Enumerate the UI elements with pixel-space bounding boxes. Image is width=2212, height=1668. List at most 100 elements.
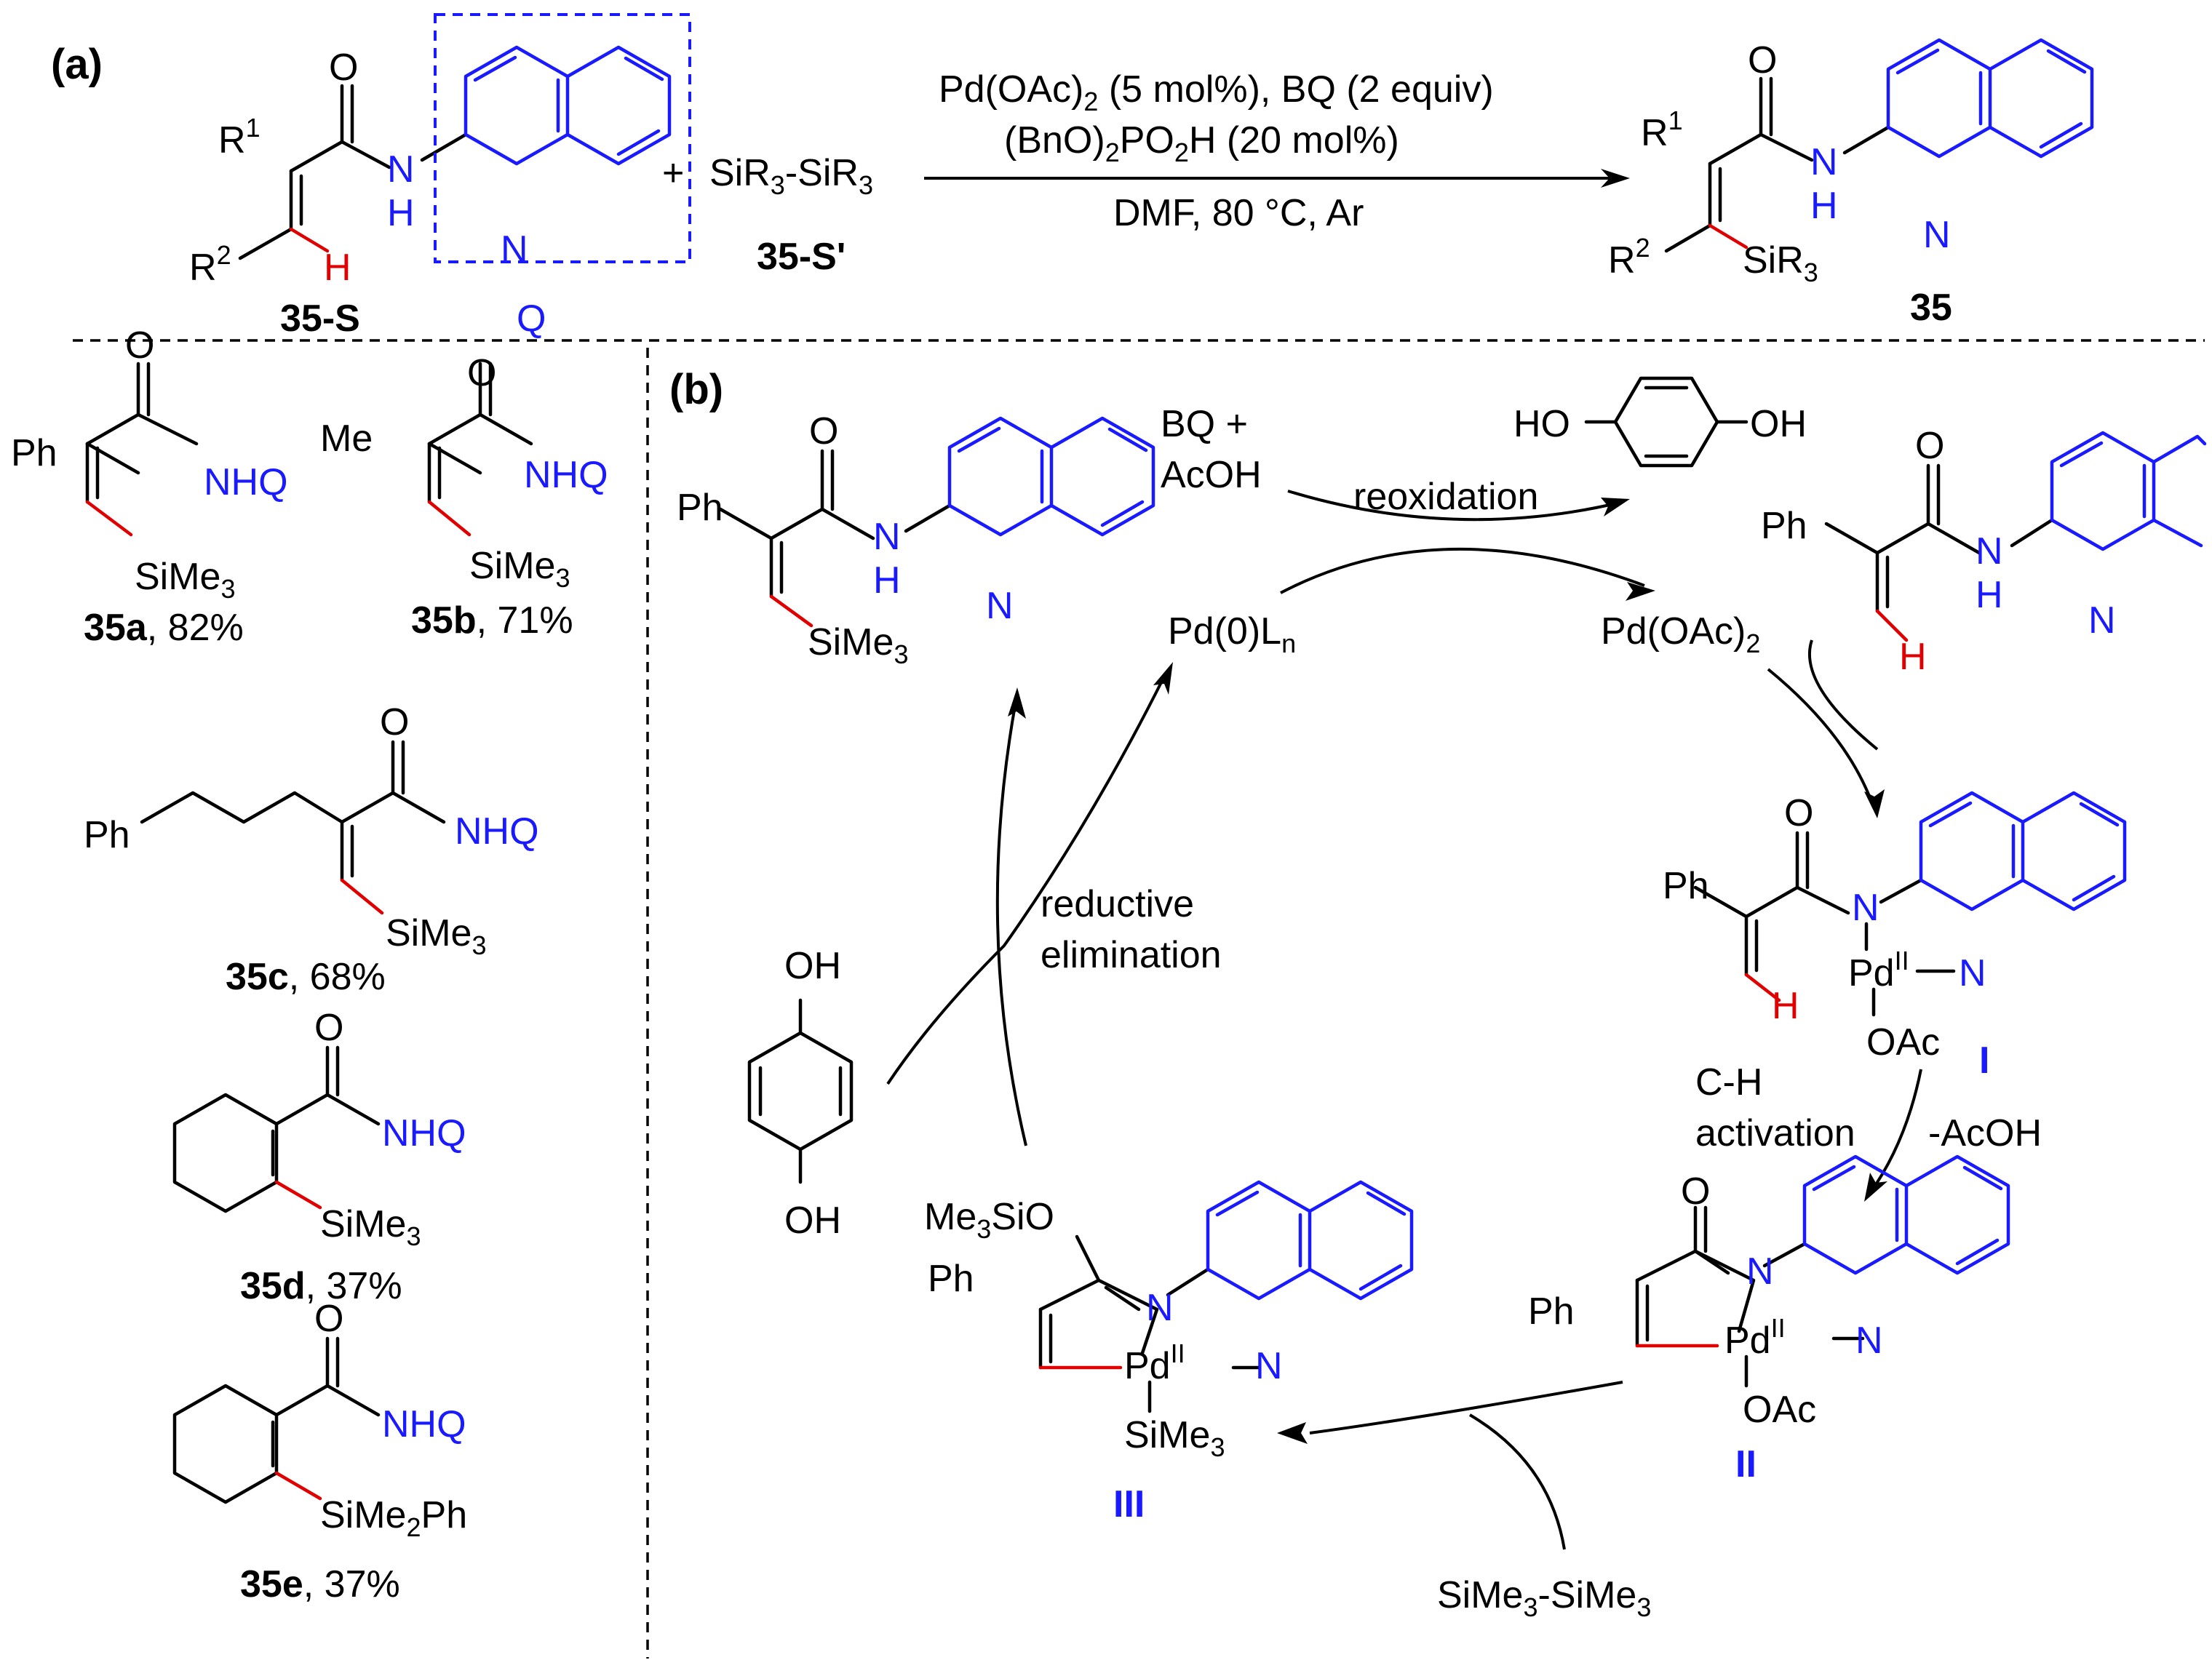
svg-text:35d, 37%: 35d, 37%: [240, 1265, 402, 1307]
quinoline-n: N: [1959, 952, 1986, 994]
reactive-h: H: [1899, 636, 1927, 678]
oh-top: OH: [784, 945, 841, 987]
disilane-arrow: [1468, 1413, 1566, 1550]
disilane-label: SiMe3-SiMe3: [1437, 1574, 1651, 1622]
label-I: I: [1979, 1039, 1989, 1082]
scope-35c: Ph O NHQ SiMe3 35c, 68%: [84, 701, 539, 998]
svg-text:SiMe3: SiMe3: [386, 912, 487, 960]
scope-35a-nhq: NHQ: [204, 461, 288, 503]
quinoline-n: N: [1923, 214, 1951, 256]
label-35: 35: [1910, 287, 1952, 329]
cycle-product: Ph O N H N SiMe3: [677, 410, 1155, 669]
svg-text:35c, 68%: 35c, 68%: [226, 956, 386, 998]
svg-text:R1: R1: [1641, 105, 1683, 154]
svg-text:PdII: PdII: [1848, 946, 1909, 994]
svg-text:35e, 37%: 35e, 37%: [240, 1563, 400, 1605]
product-35: O N H N R1 R2 SiR3 35: [1608, 38, 2094, 329]
atom-n: N: [387, 148, 415, 191]
elimination-label: elimination: [1041, 934, 1222, 976]
hydroquinone-top: HO OH: [1513, 376, 1807, 468]
ph: Ph: [928, 1258, 974, 1300]
conditions-line2: (BnO)2PO2H (20 mol%): [1004, 119, 1399, 167]
atom-h: H: [387, 192, 415, 234]
svg-text:PdII: PdII: [1124, 1338, 1185, 1387]
svg-text:O: O: [467, 352, 496, 394]
reagent-disilane: SiR3-SiR3: [709, 152, 873, 200]
n: N: [1746, 1250, 1774, 1293]
svg-text:O: O: [1784, 792, 1813, 834]
acoh-label: AcOH: [1161, 454, 1262, 496]
svg-text:O: O: [1681, 1170, 1710, 1213]
oac: OAc: [1743, 1389, 1816, 1431]
svg-text:O: O: [380, 701, 409, 743]
svg-text:35b, 71%: 35b, 71%: [411, 599, 573, 642]
n: N: [1852, 887, 1879, 929]
svg-text:SiMe2Ph: SiMe2Ph: [320, 1494, 467, 1542]
panel-b-label: (b): [669, 366, 723, 413]
minus-acoh-label: -AcOH: [1928, 1112, 2042, 1154]
intermediate-I: Ph O N PdII N H OAc I: [1663, 791, 2127, 1082]
pdoac2-label: Pd(OAc)2: [1601, 610, 1760, 658]
svg-text:35a, 82%: 35a, 82%: [84, 607, 244, 649]
panel-a-label: (a): [51, 41, 103, 88]
atom-o: O: [1748, 39, 1777, 81]
conditions-line1: Pd(OAc)2 (5 mol%), BQ (2 equiv): [939, 68, 1494, 116]
svg-text:O: O: [125, 324, 154, 367]
oh: OH: [1750, 403, 1807, 445]
label-35S-prime: 35-S': [757, 236, 846, 278]
n: N: [1976, 530, 2003, 572]
h: H: [873, 559, 901, 602]
transmetalation-arrow: [1309, 1381, 1623, 1434]
bq-label: BQ +: [1161, 403, 1248, 445]
reoxidation-label: reoxidation: [1353, 476, 1538, 518]
substrate-35S: O N H N R1 R2 H 35-S Q: [189, 13, 691, 340]
oac: OAc: [1866, 1021, 1940, 1064]
scope-35c-ph: Ph: [84, 814, 130, 856]
substrate-arrow: [1807, 639, 1879, 751]
n: N: [873, 516, 901, 558]
quinoline-n: N: [501, 228, 528, 271]
label-35S: 35-S: [280, 298, 360, 340]
ph: Ph: [1663, 865, 1709, 907]
svg-text:SiMe3: SiMe3: [135, 556, 236, 604]
atom-n: N: [1810, 141, 1838, 183]
activation-label: activation: [1695, 1112, 1855, 1154]
svg-text:O: O: [809, 410, 838, 452]
label-II: II: [1735, 1443, 1757, 1485]
quinoline-n: N: [1855, 1320, 1883, 1362]
atom-o: O: [329, 47, 358, 89]
svg-text:SiMe3: SiMe3: [1124, 1414, 1225, 1462]
scope-35d-nhq: NHQ: [382, 1112, 466, 1154]
scope-35a-ph: Ph: [11, 432, 57, 474]
hydroquinone-left: OH OH: [747, 945, 854, 1242]
pd0-return-arrow: [886, 676, 1166, 1085]
plus-sign: +: [662, 152, 684, 194]
ph: Ph: [677, 487, 723, 529]
to-I-arrow: [1767, 668, 1875, 808]
svg-text:O: O: [314, 1298, 343, 1340]
svg-text:SiMe3: SiMe3: [808, 621, 909, 669]
svg-text:O: O: [1915, 425, 1944, 467]
label-q: Q: [517, 298, 546, 340]
atom-h: H: [1810, 185, 1838, 227]
pd-oxidation-arrow: [1280, 547, 1645, 594]
ph: Ph: [1761, 505, 1807, 547]
scope-35e-nhq: NHQ: [382, 1403, 466, 1445]
reductive-label: reductive: [1041, 883, 1194, 925]
quinoline-n: N: [2088, 599, 2116, 642]
reactive-h: H: [1772, 985, 1799, 1027]
scope-35d: O NHQ SiMe3 35d, 37%: [172, 1007, 466, 1307]
intermediate-II: Ph O N PdII N OAc II: [1528, 1154, 2010, 1485]
scope-35e: O NHQ SiMe2Ph 35e, 37%: [172, 1298, 467, 1605]
scope-35c-nhq: NHQ: [455, 810, 539, 853]
svg-text:SiR3: SiR3: [1743, 239, 1818, 287]
conditions-line3: DMF, 80 °C, Ar: [1113, 192, 1364, 234]
scope-35b-me: Me: [320, 418, 373, 460]
scope-35b-nhq: NHQ: [524, 454, 608, 496]
label-III: III: [1113, 1483, 1145, 1525]
svg-text:PdII: PdII: [1724, 1313, 1786, 1362]
quinoline-n: N: [986, 585, 1014, 627]
svg-text:SiMe3: SiMe3: [320, 1203, 421, 1251]
